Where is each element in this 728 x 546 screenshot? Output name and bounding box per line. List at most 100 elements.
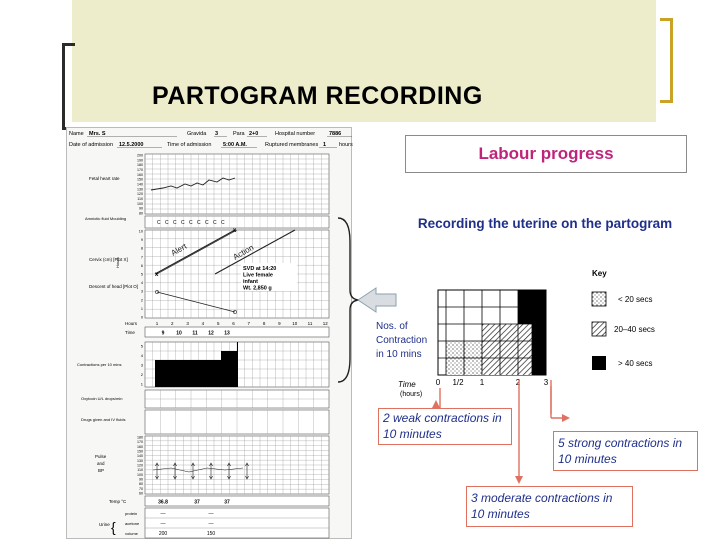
urine-brace: { (111, 519, 116, 535)
fhr-tick-label: 110 (137, 197, 143, 201)
cervix-tick-label: 2 (141, 298, 143, 302)
name-label: Name (69, 131, 84, 137)
diagram-x-tick: 1/2 (452, 378, 464, 387)
and-label: and (97, 461, 105, 466)
diagram-x-tick: 0 (436, 378, 441, 387)
urine-value: 200 (159, 531, 168, 537)
cervix-tick-label: 6 (141, 264, 143, 268)
cervix-tick-label: 3 (141, 290, 143, 294)
partogram-form: Name Mrs. S Gravida 3 Para 2+0 Hospital … (69, 131, 353, 539)
delivery-note-line: Live female (243, 273, 273, 279)
pulse-trace (152, 467, 244, 473)
amniotic-label: Amniotic fluid Moulding (85, 216, 126, 221)
hours-number: 7 (248, 321, 251, 326)
hours-number: 2 (171, 321, 174, 326)
temp-value: 37 (224, 500, 230, 506)
contraction-tick-label: 2 (141, 372, 144, 377)
cervix-tick-label: 10 (139, 230, 143, 234)
diagram-x-tick: 1 (480, 378, 485, 387)
hours-axis-sub-label: (hours) (400, 391, 422, 398)
time-row (144, 326, 330, 338)
pulse-tick-label: 150 (137, 450, 143, 454)
labour-progress-title: Labour progress (478, 144, 614, 163)
urine-row-label: volume (125, 531, 139, 536)
descent-start-mark (155, 290, 159, 294)
key-label-medium: 20–40 secs (614, 325, 655, 334)
fhr-tick-label: 130 (137, 187, 143, 191)
fhr-tick-label: 100 (137, 202, 143, 206)
moderate-arrow-down-icon (515, 476, 523, 484)
weak-arrow-up-icon (432, 400, 440, 408)
key-hatch-swatch (591, 321, 607, 337)
slide-title: PARTOGRAM RECORDING (152, 82, 483, 110)
fhr-tick-label: 120 (137, 192, 143, 196)
dilation-plot (156, 229, 238, 275)
para-label: Para (233, 131, 246, 137)
urine-value: — (209, 521, 214, 527)
curly-brace (337, 217, 361, 383)
amniotic-value: C (213, 220, 217, 226)
urine-value: — (161, 511, 166, 517)
hours-number: 5 (217, 321, 220, 326)
delivery-note-line: SVD at 14:20 (243, 266, 276, 272)
gravida-label: Gravida (187, 131, 207, 137)
amniotic-value: C (165, 220, 169, 226)
hours-number: 4 (202, 321, 205, 326)
key-title: Key (592, 269, 607, 278)
toa-label: Time of admission (167, 142, 211, 148)
pulse-tick-label: 130 (137, 459, 143, 463)
pulse-tick-label: 120 (137, 464, 143, 468)
weak-contractions-callout: 2 weak contractions in 10 minutes (378, 408, 512, 445)
hospital-label: Hospital number (275, 131, 315, 137)
urine-value: — (161, 521, 166, 527)
action-line (214, 229, 296, 275)
time-value: 11 (192, 331, 198, 337)
cervix-tick-label: 1 (141, 307, 143, 311)
time-value: 9 (162, 331, 165, 337)
fhr-tick-label: 200 (137, 154, 143, 158)
fhr-tick-label: 140 (137, 183, 143, 187)
alert-line (154, 229, 236, 275)
right-bracket-decoration (660, 18, 673, 103)
descent-plot (156, 291, 236, 313)
left-bracket-decoration (62, 43, 75, 130)
doa-label: Date of admission (69, 142, 113, 148)
delivery-note-line: infant (243, 279, 258, 285)
diagram-x-tick: 2 (516, 378, 521, 387)
delivery-note-line: Wt. 2,850 g (243, 286, 272, 292)
pulse-tick-label: 180 (137, 436, 143, 440)
pointer-lines (432, 380, 570, 484)
cervix-tick-label: 8 (141, 247, 143, 251)
hospital-value: 7886 (329, 131, 341, 137)
pulse-tick-label: 60 (139, 492, 143, 496)
contractions-bar (155, 342, 238, 387)
amniotic-value: C (157, 220, 161, 226)
hours-number: 10 (292, 321, 298, 326)
left-arrow-icon (357, 287, 397, 313)
pulse-tick-label: 160 (137, 445, 143, 449)
delivery-note-box (241, 263, 297, 291)
key-dots-swatch (591, 291, 607, 307)
diagram-x-tick: 3 (544, 378, 549, 387)
urine-label: Urine (99, 522, 110, 527)
time-axis-label: Time (398, 380, 416, 389)
urine-table (144, 507, 330, 539)
urine-row-label: protein (125, 511, 137, 516)
hours-number: 1 (156, 321, 159, 326)
fhr-grid (144, 153, 330, 215)
name-value: Mrs. S (89, 131, 106, 137)
time-value: 10 (176, 331, 182, 337)
brace-connector (337, 217, 397, 383)
descent-label: Descent of head [Plot O] (89, 284, 138, 289)
pulse-tick-label: 70 (139, 487, 143, 491)
oxytocin-label: Oxytocin U/L drops/min (81, 396, 122, 401)
hours-number: 9 (278, 321, 281, 326)
fhr-tick-label: 160 (137, 173, 143, 177)
cervix-tick-label: 9 (141, 238, 143, 242)
fhr-tick-label: 190 (137, 158, 143, 162)
hours-axis-label: Hours (115, 257, 120, 268)
doa-value: 12.5.2000 (119, 142, 143, 148)
hours-number: 3 (186, 321, 189, 326)
temp-value: 36.8 (158, 500, 168, 506)
